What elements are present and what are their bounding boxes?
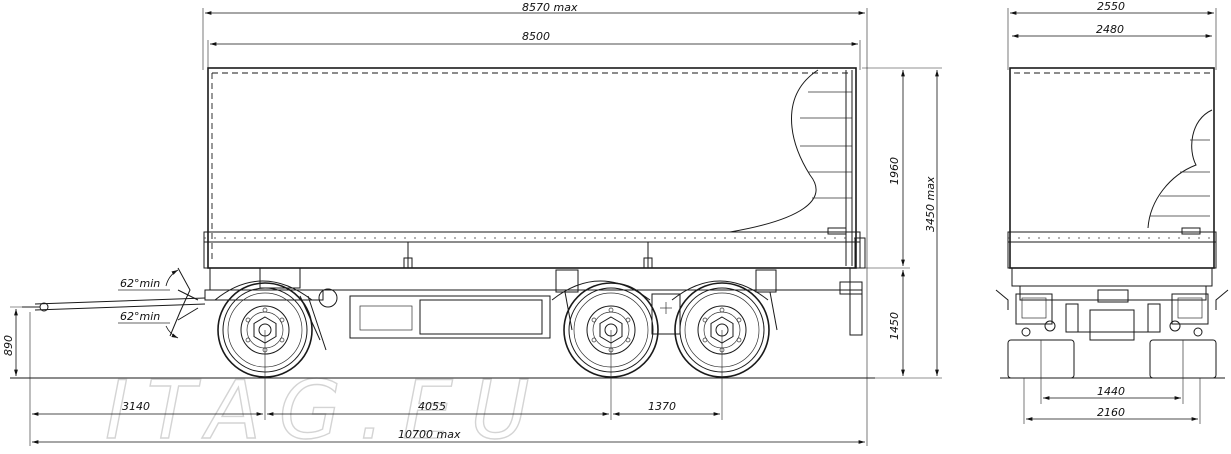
dim-rear-axle-spacing: 1370 <box>648 400 676 413</box>
dim-drawbar-height: 890 <box>2 335 15 356</box>
dim-overall-length: 8570 max <box>522 1 578 14</box>
dim-body-height: 1960 <box>888 157 901 185</box>
side-view <box>22 67 866 378</box>
dim-overall-width: 2550 <box>1097 0 1125 13</box>
dim-drawbar-angle-down: 62°min <box>120 310 160 323</box>
dim-drawbar-angle-up: 62°min <box>120 277 160 290</box>
dim-total-length: 10700 max <box>398 428 461 441</box>
rear-dimensions: 2550 2480 1440 2160 <box>1007 0 1217 424</box>
dim-total-height: 3450 max <box>924 176 937 232</box>
dim-platform-height: 1450 <box>888 312 901 340</box>
dim-axle-base: 4055 <box>418 400 446 413</box>
dim-track-outer: 2160 <box>1097 406 1125 419</box>
rear-view <box>995 67 1229 379</box>
dim-track-inner: 1440 <box>1097 385 1125 398</box>
dim-body-length: 8500 <box>522 30 550 43</box>
dim-body-width: 2480 <box>1096 23 1124 36</box>
dim-drawbar-to-front-axle: 3140 <box>122 400 150 413</box>
side-dimensions: 8570 max 8500 3140 4055 1370 10700 max 1… <box>2 1 942 446</box>
